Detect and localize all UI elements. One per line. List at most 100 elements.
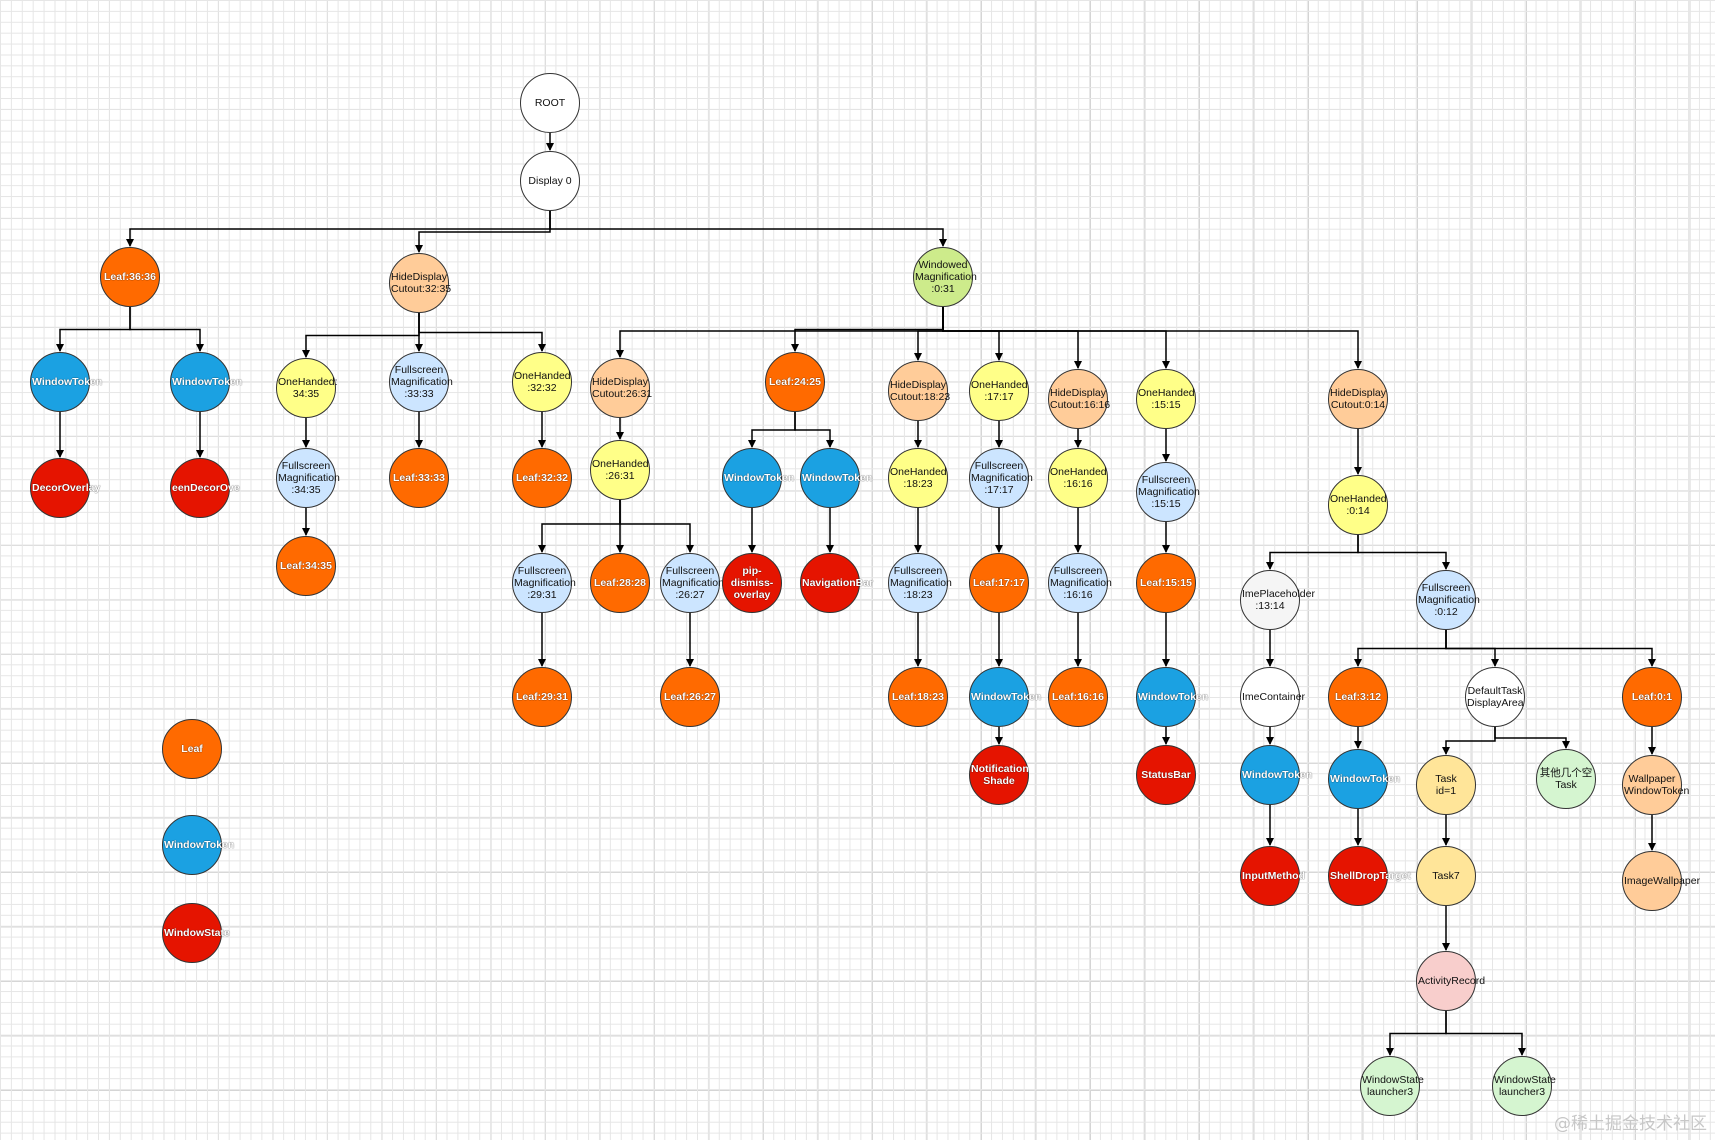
- node-label: Leaf:28:28: [594, 577, 646, 589]
- node-label: Leaf:26:27: [664, 691, 716, 703]
- node-oh3232: OneHanded :32:32: [512, 352, 572, 412]
- edge-wm031-to-leaf2425: [791, 307, 944, 352]
- node-label: HideDisplay Cutout:26:31: [592, 376, 653, 400]
- node-tda: DefaultTask DisplayArea: [1465, 667, 1525, 727]
- node-leaf1616: Leaf:16:16: [1048, 667, 1108, 727]
- node-label: Fullscreen Magnification :0:12: [1418, 582, 1480, 618]
- node-label: Notification Shade: [971, 763, 1029, 787]
- node-label: Display 0: [528, 175, 572, 187]
- node-label: WindowToken: [724, 472, 795, 484]
- node-label: WindowState: [164, 927, 230, 939]
- node-label: Fullscreen Magnification :17:17: [971, 460, 1033, 496]
- node-leaf1823: Leaf:18:23: [888, 667, 948, 727]
- node-oh2631: OneHanded :26:31: [590, 440, 650, 500]
- node-ws-nav: NavigationBar: [800, 553, 874, 613]
- edge-leaf2425-to-wt4: [794, 412, 834, 448]
- edge-display0-to-leaf3636: [126, 211, 551, 247]
- edge-wm031-to-hd1616: [942, 307, 1082, 369]
- node-ws-l1: WindowState launcher3: [1360, 1056, 1424, 1116]
- node-label: WindowState launcher3: [1494, 1074, 1556, 1098]
- node-label: HideDisplay Cutout:32:35: [391, 271, 452, 295]
- node-label: ImePlaceholder :13:14: [1242, 588, 1315, 612]
- node-leaf1717: Leaf:17:17: [969, 553, 1029, 613]
- node-wt2: WindowToken: [170, 352, 243, 412]
- node-wt1: WindowToken: [30, 352, 102, 412]
- node-label: OneHanded :15:15: [1138, 387, 1195, 411]
- node-label: Task7: [1432, 870, 1460, 882]
- edge-hd3235-to-oh3435: [302, 313, 420, 358]
- node-label: Leaf:17:17: [973, 577, 1025, 589]
- node-fm012: Fullscreen Magnification :0:12: [1416, 570, 1480, 630]
- node-label: OneHanded :26:31: [592, 458, 649, 482]
- node-leaf3333: Leaf:33:33: [389, 448, 449, 508]
- node-leaf3636: Leaf:36:36: [100, 247, 160, 307]
- node-label: OneHanded :18:23: [890, 466, 947, 490]
- node-fm1823: Fullscreen Magnification :18:23: [888, 553, 952, 613]
- edge-fm012-to-leaf312: [1354, 630, 1447, 667]
- node-oh3435: OneHanded: 34:35: [276, 358, 338, 418]
- node-ws-status: StatusBar: [1136, 745, 1196, 805]
- node-ws-scrdecor: eenDecorOve: [170, 458, 240, 518]
- node-label: WindowToken: [172, 376, 243, 388]
- node-oh1823: OneHanded :18:23: [888, 448, 948, 508]
- node-ws-shell: ShellDropTarget: [1328, 846, 1411, 906]
- node-label: pip-dismiss- overlay: [730, 565, 774, 601]
- node-label: Leaf:36:36: [104, 271, 156, 283]
- node-hd1616: HideDisplay Cutout:16:16: [1048, 369, 1111, 429]
- node-wt7: WindowToken: [1240, 745, 1312, 805]
- node-display0: Display 0: [520, 151, 580, 211]
- edge-oh014-to-ime1314: [1266, 535, 1359, 570]
- edge-leaf3636-to-wt2: [129, 307, 204, 352]
- edge-fm012-to-leaf01: [1445, 630, 1656, 667]
- node-label: WindowToken: [802, 472, 873, 484]
- node-label: Fullscreen Magnification :33:33: [391, 364, 453, 400]
- node-label: HideDisplay Cutout:16:16: [1050, 387, 1111, 411]
- node-label: HideDisplay Cutout:0:14: [1330, 387, 1387, 411]
- node-label: WindowToken: [164, 839, 235, 851]
- edge-display0-to-hd3235: [415, 211, 551, 253]
- node-ws-decor: DecorOverlay: [30, 458, 100, 518]
- node-wt6: WindowToken: [1136, 667, 1208, 727]
- node-leaf2931: Leaf:29:31: [512, 667, 572, 727]
- node-fm1616: Fullscreen Magnification :16:16: [1048, 553, 1112, 613]
- node-label: WindowToken: [971, 691, 1042, 703]
- edge-wm031-to-hd2631: [616, 307, 944, 358]
- node-othertask: 其他几个空 Task: [1536, 749, 1596, 809]
- node-wallwt: Wallpaper WindowToken: [1622, 755, 1689, 815]
- node-fm2627: Fullscreen Magnification :26:27: [660, 553, 724, 613]
- edge-tda-to-othertask: [1494, 727, 1570, 749]
- node-hd1823: HideDisplay Cutout:18:23: [888, 361, 950, 421]
- node-hd014: HideDisplay Cutout:0:14: [1328, 369, 1388, 429]
- node-oh014: OneHanded :0:14: [1328, 475, 1388, 535]
- node-label: Leaf:33:33: [393, 472, 445, 484]
- node-label: Fullscreen Magnification :34:35: [278, 460, 340, 496]
- edge-wm031-to-hd1823: [914, 307, 944, 361]
- node-label: OneHanded :17:17: [971, 379, 1028, 403]
- node-label: OneHanded :16:16: [1050, 466, 1107, 490]
- edge-oh2631-to-fm2931: [538, 500, 621, 553]
- node-fm3333: Fullscreen Magnification :33:33: [389, 352, 453, 412]
- node-root: ROOT: [520, 73, 580, 133]
- edge-wm031-to-hd014: [942, 307, 1362, 369]
- node-hd2631: HideDisplay Cutout:26:31: [590, 358, 653, 418]
- node-label: ShellDropTarget: [1330, 870, 1411, 882]
- node-label: NavigationBar: [802, 577, 874, 589]
- node-label: ROOT: [534, 97, 566, 109]
- node-wt8: WindowToken: [1328, 749, 1400, 809]
- node-label: WindowState launcher3: [1362, 1074, 1424, 1098]
- edge-wm031-to-oh1515: [942, 307, 1170, 369]
- node-leaf3435: Leaf:34:35: [276, 536, 336, 596]
- node-label: Leaf:32:32: [516, 472, 568, 484]
- edge-leaf2425-to-wt3: [748, 412, 796, 448]
- node-wt5: WindowToken: [969, 667, 1042, 727]
- node-ws-notif: Notification Shade: [969, 745, 1029, 805]
- node-fm1515: Fullscreen Magnification :15:15: [1136, 462, 1200, 522]
- node-label: Fullscreen Magnification :15:15: [1138, 474, 1200, 510]
- node-label: 其他几个空 Task: [1539, 767, 1593, 791]
- node-ws-input: InputMethod: [1240, 846, 1305, 906]
- node-label: Leaf:34:35: [280, 560, 332, 572]
- node-label: Task id=1: [1435, 773, 1457, 797]
- edge-tda-to-task1: [1442, 727, 1496, 755]
- node-wt4: WindowToken: [800, 448, 873, 508]
